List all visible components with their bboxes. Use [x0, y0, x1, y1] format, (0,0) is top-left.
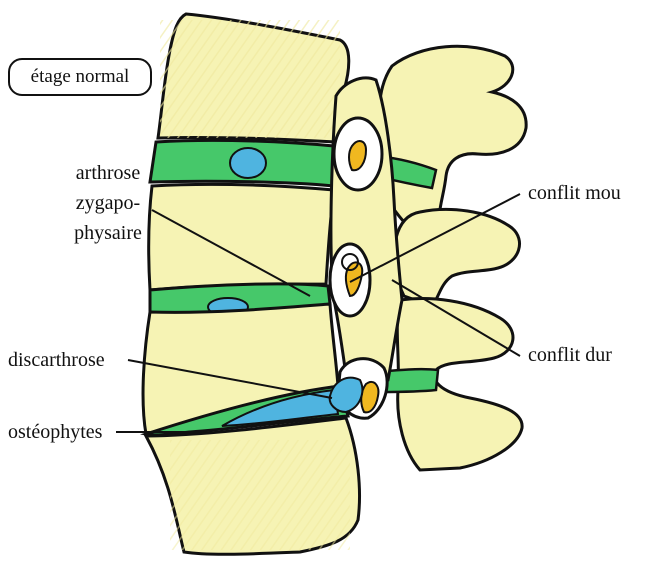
- normal-level-badge: étage normal: [8, 58, 152, 96]
- facet-arthrosis-label-line2: zygapo-: [58, 193, 158, 213]
- bone-texture-upper: [160, 20, 340, 138]
- normal-nucleus: [230, 148, 266, 178]
- facet-arthrosis-label-line1: arthrose: [58, 163, 158, 183]
- hard-conflict-label: conflit dur: [528, 345, 612, 365]
- soft-conflict-label: conflit mou: [528, 183, 621, 203]
- discarthrosis-label: discarthrose: [8, 350, 105, 370]
- osteophytes-label: ostéophytes: [8, 422, 102, 442]
- bone-texture-bottom: [170, 440, 350, 550]
- vertebral-body-middle: [149, 184, 334, 290]
- facet-arthrosis-label-line3: physaire: [58, 223, 158, 243]
